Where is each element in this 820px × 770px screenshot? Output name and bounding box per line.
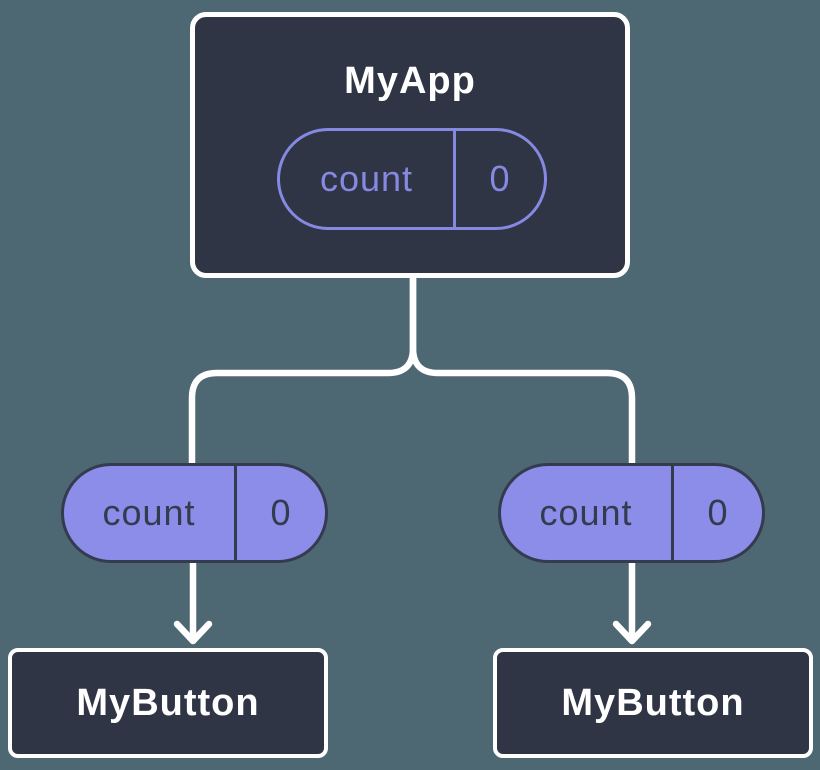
branch-line-right — [409, 271, 636, 470]
pill-divider — [671, 466, 674, 560]
arrow-left-head — [173, 620, 213, 645]
component-node-mybutton-left: MyButton — [8, 648, 328, 758]
component-node-myapp: MyApp count 0 — [190, 12, 630, 278]
prop-name-label: count — [539, 492, 633, 533]
branch-line-left — [188, 271, 417, 470]
pill-divider — [234, 466, 237, 560]
prop-name-label: count — [102, 492, 196, 533]
prop-value-label: 0 — [707, 492, 729, 533]
down-arrow-right-icon — [612, 557, 652, 645]
down-arrow-left-icon — [173, 557, 213, 645]
prop-name-label: count — [319, 158, 414, 199]
component-node-mybutton-right: MyButton — [493, 648, 813, 758]
pill-divider — [453, 131, 456, 227]
prop-pill-left: count 0 — [61, 463, 328, 563]
prop-pill-right: count 0 — [498, 463, 765, 563]
prop-pill-root: count 0 — [277, 128, 547, 230]
prop-value-label: 0 — [270, 492, 292, 533]
prop-value-label: 0 — [489, 158, 511, 199]
arrow-right-head — [612, 620, 652, 645]
component-title-myapp: MyApp — [344, 60, 476, 102]
